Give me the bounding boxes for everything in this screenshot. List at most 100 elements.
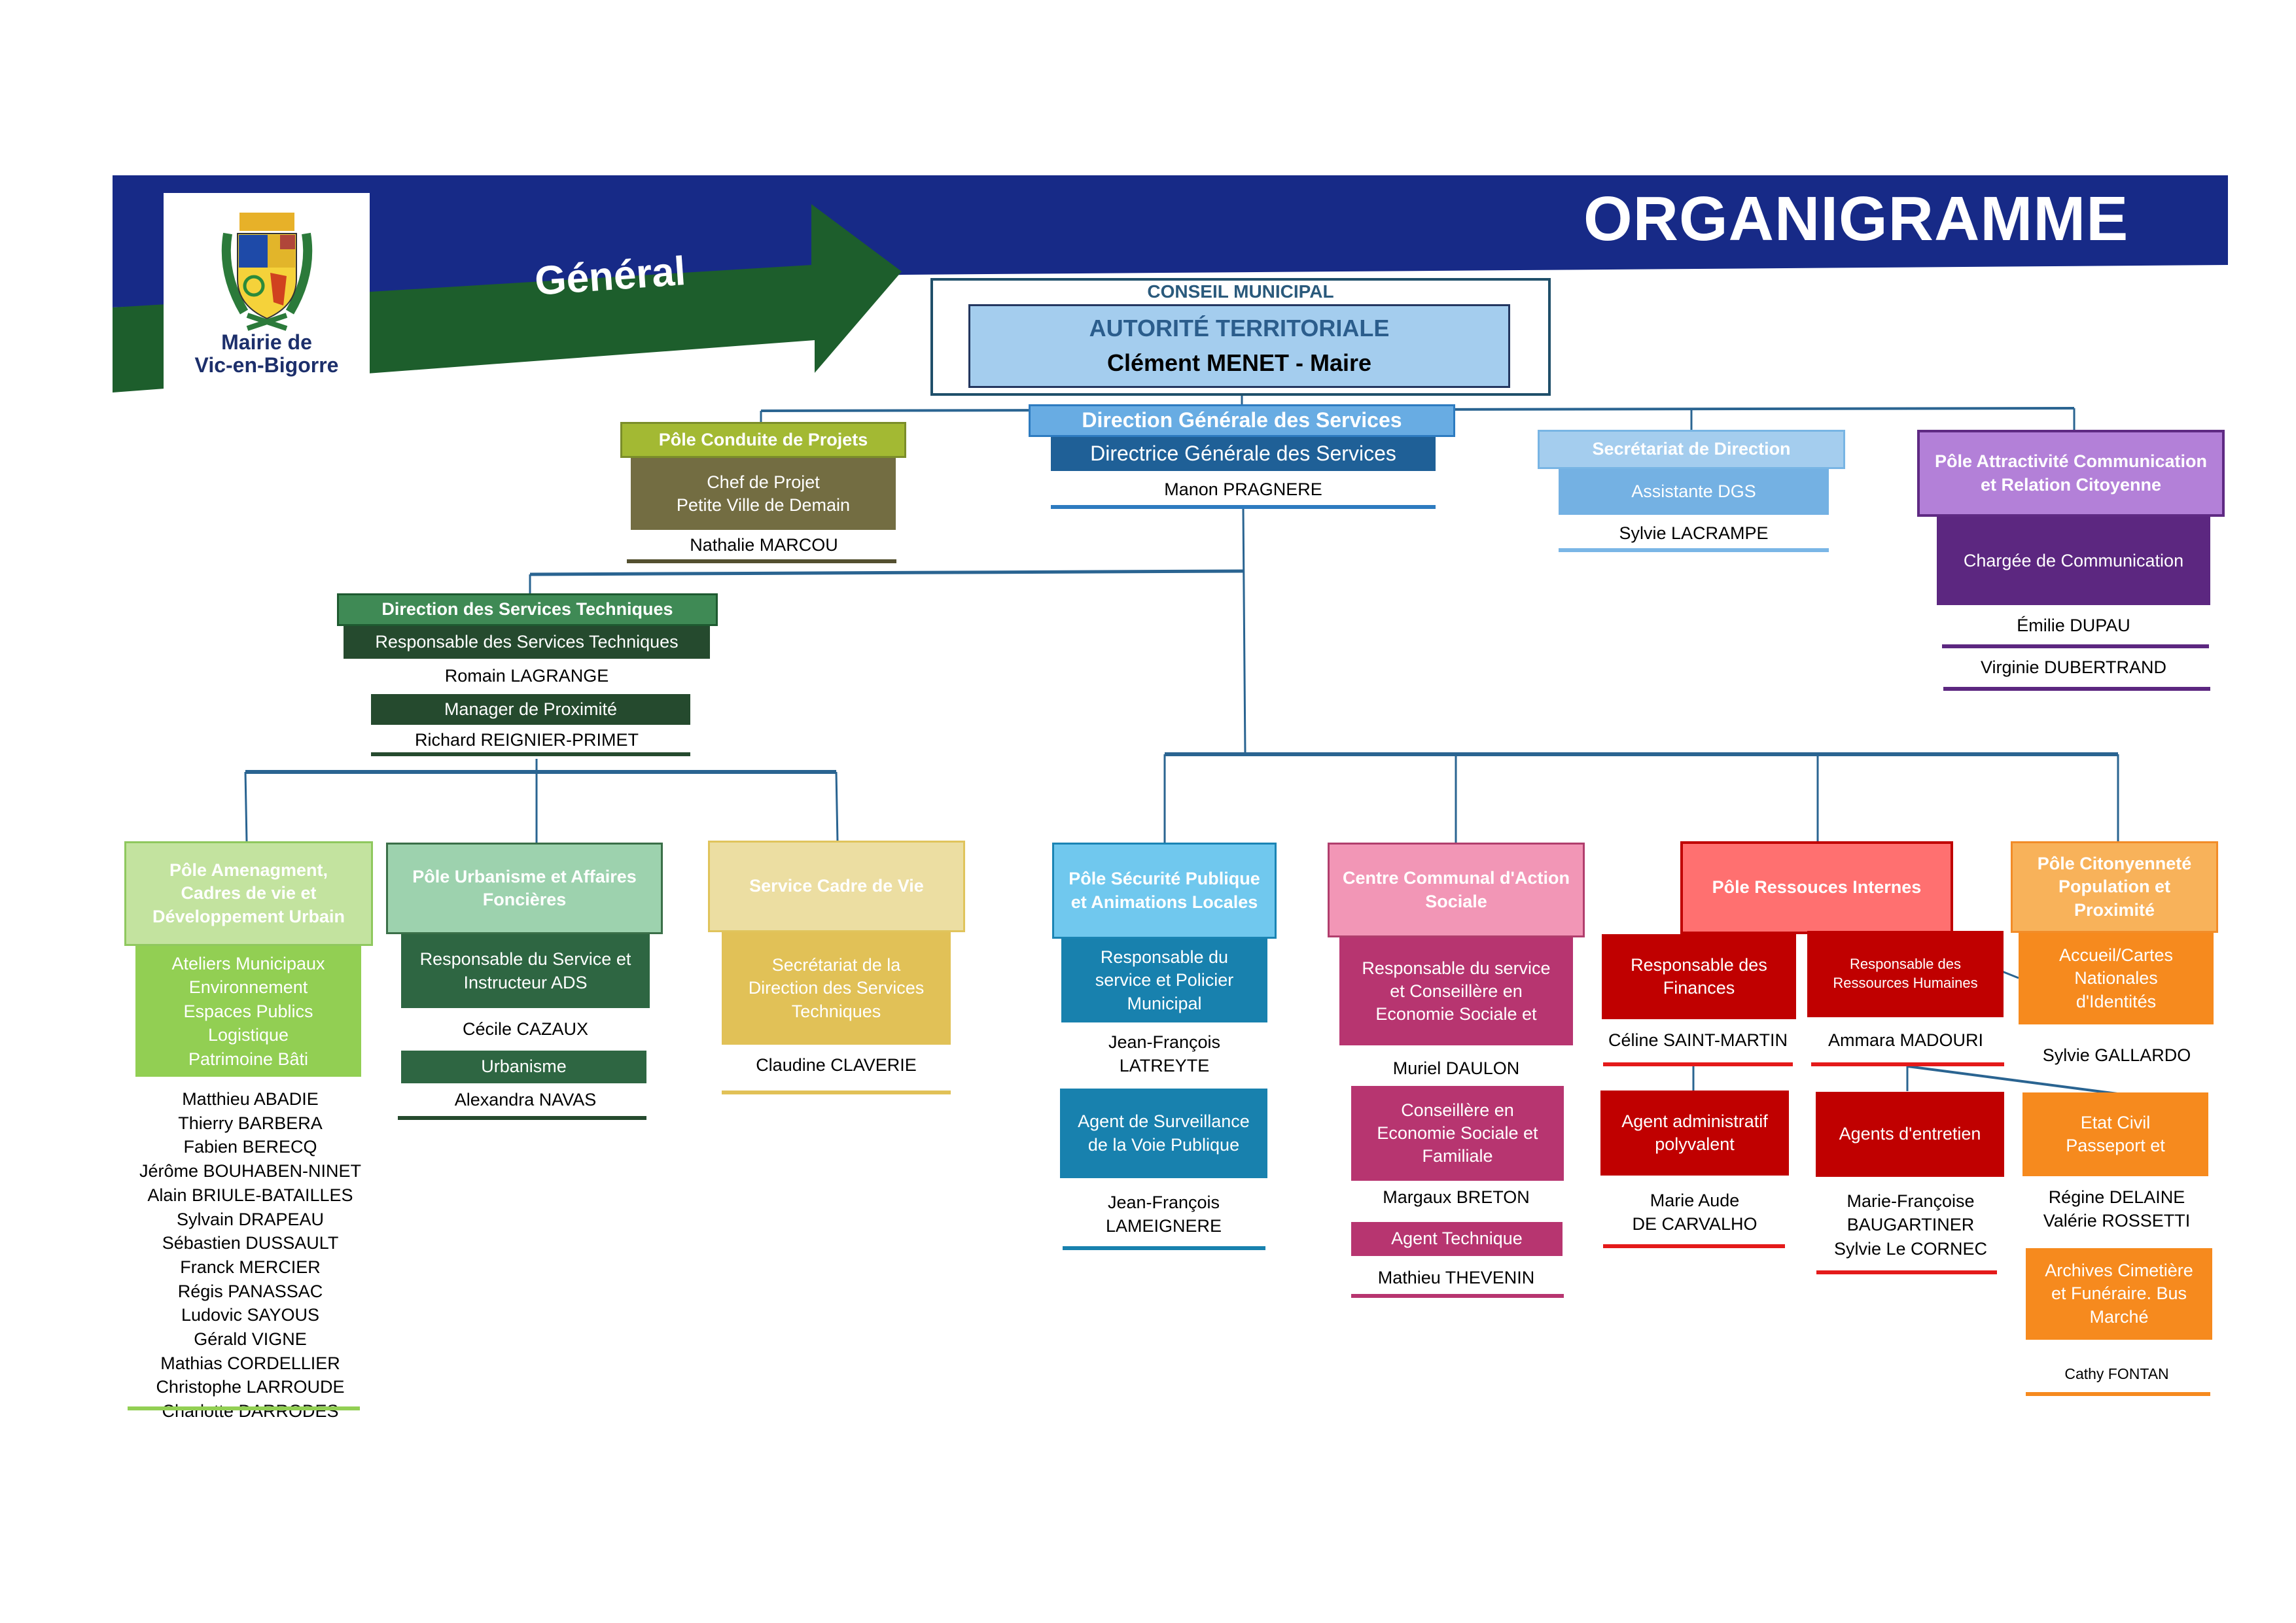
finances-underline	[1603, 1062, 1793, 1066]
staff-name: Sébastien DUSSAULT	[162, 1233, 339, 1253]
etatcivil-name-2: Valérie ROSSETTI	[2043, 1210, 2191, 1230]
staff-name: Mathias CORDELLIER	[160, 1353, 340, 1373]
cadrevie-role: Secrétariat de la Direction des Services…	[722, 932, 951, 1045]
attractivite-underline-2	[1943, 687, 2210, 691]
dst-name-2: Richard REIGNIER-PRIMET	[414, 730, 639, 750]
cadrevie-underline	[722, 1091, 951, 1094]
logo: Mairie de Vic-en-Bigorre	[164, 193, 370, 389]
rh-name: Ammara MADOURI	[1828, 1030, 1983, 1050]
autorite-territoriale-box[interactable]: AUTORITÉ TERRITORIALE Clément MENET - Ma…	[968, 304, 1510, 388]
rh-underline	[1811, 1062, 2004, 1066]
finances-name: Céline SAINT-MARTIN	[1608, 1030, 1788, 1050]
ccas-role-3: Agent Technique	[1351, 1222, 1563, 1256]
staff-name: Franck MERCIER	[180, 1257, 321, 1277]
staff-name: Thierry BARBERA	[178, 1113, 323, 1133]
secretariat-header[interactable]: Secrétariat de Direction	[1538, 430, 1845, 469]
admin-name-line2: DE CARVALHO	[1632, 1214, 1757, 1234]
amenagement-service-1: Ateliers Municipaux	[171, 953, 325, 973]
attractivite-name-1: Émilie DUPAU	[2017, 616, 2130, 635]
securite-underline	[1063, 1246, 1265, 1250]
conduite-header[interactable]: Pôle Conduite de Projets	[620, 422, 906, 458]
dst-name: Romain LAGRANGE	[444, 666, 609, 686]
staff-name: Régis PANASSAC	[177, 1281, 323, 1301]
entretien-name-2: BAUGARTINER	[1846, 1215, 1975, 1235]
conduite-role-line2: Petite Ville de Demain	[676, 495, 851, 515]
staff-name: Charlotte DARRODES	[162, 1401, 339, 1422]
conduite-name: Nathalie MARCOU	[690, 535, 838, 555]
dgs-header[interactable]: Direction Générale des Services	[1029, 404, 1455, 437]
staff-name: Sylvain DRAPEAU	[176, 1209, 325, 1229]
ressources-header[interactable]: Pôle Ressouces Internes	[1680, 841, 1953, 934]
ccas-name: Muriel DAULON	[1392, 1058, 1520, 1078]
etatcivil-role: Etat Civil Passeport et	[2022, 1092, 2208, 1176]
staff-name: Fabien BERECQ	[183, 1137, 317, 1157]
finances-role: Responsable des Finances	[1602, 934, 1796, 1019]
attractivite-underline-1	[1942, 644, 2209, 648]
securite-header[interactable]: Pôle Sécurité Publique et Animations Loc…	[1052, 843, 1277, 939]
conduite-role-line1: Chef de Projet	[707, 472, 820, 492]
autorite-label: AUTORITÉ TERRITORIALE	[1089, 315, 1390, 342]
connector	[529, 569, 1244, 576]
cadrevie-name: Claudine CLAVERIE	[756, 1055, 917, 1075]
amenagement-service-2: Environnement	[188, 977, 308, 998]
etatcivil-names: Régine DELAINE Valérie ROSSETTI	[2012, 1186, 2221, 1232]
accueil-role: Accueil/Cartes Nationales d'Identités	[2019, 933, 2214, 1024]
secretariat-role: Assistante DGS	[1559, 469, 1829, 515]
dgs-role: Directrice Générale des Services	[1051, 437, 1436, 471]
dgs-underline	[1051, 505, 1436, 509]
etatcivil-name-1: Régine DELAINE	[2048, 1187, 2185, 1207]
securite-name2-line2: LAMEIGNERE	[1105, 1216, 1222, 1236]
logo-line-2: Vic-en-Bigorre	[194, 353, 339, 377]
ccas-header[interactable]: Centre Communal d'Action Sociale	[1328, 843, 1585, 937]
entretien-name-3: Sylvie Le CORNEC	[1833, 1238, 1988, 1259]
conduite-underline	[627, 559, 896, 563]
connector	[244, 771, 248, 842]
staff-name: Jérôme BOUHABEN-NINET	[139, 1161, 362, 1181]
entretien-role: Agents d'entretien	[1816, 1092, 2004, 1177]
admin-underline	[1603, 1244, 1785, 1248]
amenagement-service-5: Patrimoine Bâti	[188, 1049, 309, 1069]
urbanisme-name: Cécile CAZAUX	[462, 1019, 589, 1039]
maire-name: Clément MENET - Maire	[1106, 349, 1372, 376]
attractivite-header[interactable]: Pôle Attractivité Communication et Relat…	[1917, 430, 2225, 517]
staff-name: Alain BRIULE-BATAILLES	[147, 1185, 353, 1205]
ccas-name-3: Mathieu THEVENIN	[1377, 1268, 1535, 1287]
connector	[1907, 1065, 2118, 1095]
attractivite-role: Chargée de Communication	[1937, 517, 2210, 605]
entretien-name-1: Marie-Françoise	[1846, 1191, 1975, 1211]
ccas-role: Responsable du service et Conseillère en…	[1339, 937, 1573, 1045]
amenagement-names: Matthieu ABADIE Thierry BARBERA Fabien B…	[124, 1087, 376, 1423]
admin-name-line1: Marie Aude	[1650, 1191, 1740, 1210]
banner-blue-band	[113, 175, 2228, 307]
ccas-underline	[1351, 1294, 1564, 1298]
urbanisme-underline	[398, 1116, 646, 1120]
securite-role: Responsable du service et Policier Munic…	[1061, 939, 1267, 1022]
securite-name-2: Jean-François LAMEIGNERE	[1060, 1191, 1267, 1238]
connector	[835, 771, 839, 842]
staff-name: Christophe LARROUDE	[156, 1377, 345, 1397]
secretariat-name: Sylvie LACRAMPE	[1619, 523, 1769, 543]
staff-name: Ludovic SAYOUS	[181, 1305, 320, 1325]
archives-role: Archives Cimetière et Funéraire. Bus Mar…	[2026, 1248, 2212, 1340]
urbanisme-role: Responsable du Service et Instructeur AD…	[401, 934, 650, 1008]
admin-name: Marie Aude DE CARVALHO	[1597, 1189, 1793, 1236]
amenagement-header[interactable]: Pôle Amenagment, Cadres de vie et Dévelo…	[124, 841, 373, 946]
cadrevie-header[interactable]: Service Cadre de Vie	[708, 841, 965, 932]
coat-of-arms-icon	[221, 213, 313, 331]
citoyennete-header[interactable]: Pôle Citonyenneté Population et Proximit…	[2011, 841, 2218, 933]
secretariat-underline	[1559, 548, 1829, 552]
urbanisme-header[interactable]: Pôle Urbanisme et Affaires Foncières	[386, 843, 663, 934]
amenagement-service-4: Logistique	[207, 1025, 289, 1045]
rh-role: Responsable des Ressources Humaines	[1807, 931, 2004, 1017]
accueil-name: Sylvie GALLARDO	[2042, 1045, 2191, 1065]
urbanisme-role-2: Urbanisme	[401, 1051, 646, 1083]
archives-underline	[2026, 1392, 2210, 1396]
securite-name: Jean-François LATREYTE	[1061, 1030, 1267, 1078]
archives-name: Cathy FONTAN	[2064, 1365, 2169, 1382]
dst-role-2: Manager de Proximité	[371, 694, 690, 725]
dst-underline	[371, 752, 690, 756]
dst-header[interactable]: Direction des Services Techniques	[337, 593, 718, 626]
attractivite-name-2: Virginie DUBERTRAND	[1980, 657, 2167, 677]
amenagement-underline	[128, 1406, 360, 1410]
